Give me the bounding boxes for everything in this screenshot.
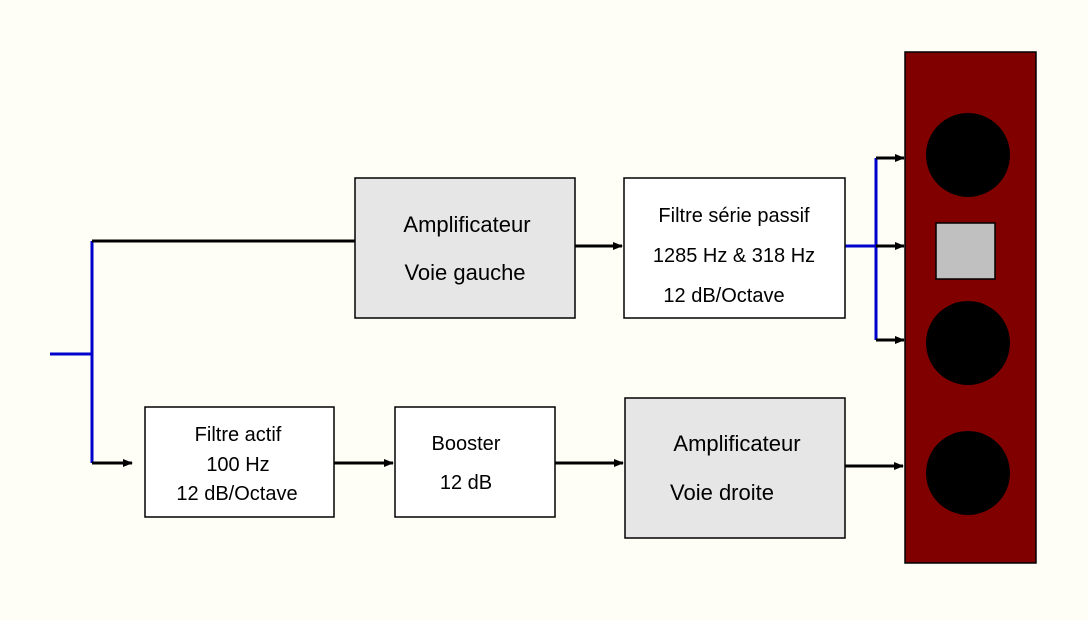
booster-title: Booster [432,433,501,455]
input-signal-lines [50,241,94,463]
amp-right-box [624,397,846,539]
passive-filter-slope: 12 dB/Octave [663,285,784,307]
booster-box [394,406,556,518]
amp-left-block: Amplificateur Voie gauche [354,177,576,319]
booster-block: Booster 12 dB [394,406,556,518]
amp-right-subtitle: Voie droite [670,480,774,505]
subwoofer-icon [926,431,1010,515]
midrange-icon [926,301,1010,385]
amp-left-subtitle: Voie gauche [404,260,525,285]
passive-filter-block: Filtre série passif 1285 Hz & 318 Hz 12 … [623,177,846,319]
amp-right-title: Amplificateur [673,431,800,456]
active-filter-block: Filtre actif 100 Hz 12 dB/Octave [144,406,335,518]
active-filter-title: Filtre actif [195,424,282,446]
passive-filter-title: Filtre série passif [658,205,810,227]
active-filter-frequency: 100 Hz [206,454,269,476]
amp-left-box [354,177,576,319]
booster-gain: 12 dB [440,472,492,494]
passive-filter-frequencies: 1285 Hz & 318 Hz [653,245,815,267]
speaker-cabinet [904,51,1037,564]
amp-right-block: Amplificateur Voie droite [624,397,846,539]
passive-filter-outputs [845,154,905,344]
active-filter-box [144,406,335,518]
passive-filter-box [623,177,846,319]
amp-left-title: Amplificateur [403,212,530,237]
woofer-icon [926,113,1010,197]
active-filter-slope: 12 dB/Octave [176,483,297,505]
tweeter-icon [935,222,996,280]
